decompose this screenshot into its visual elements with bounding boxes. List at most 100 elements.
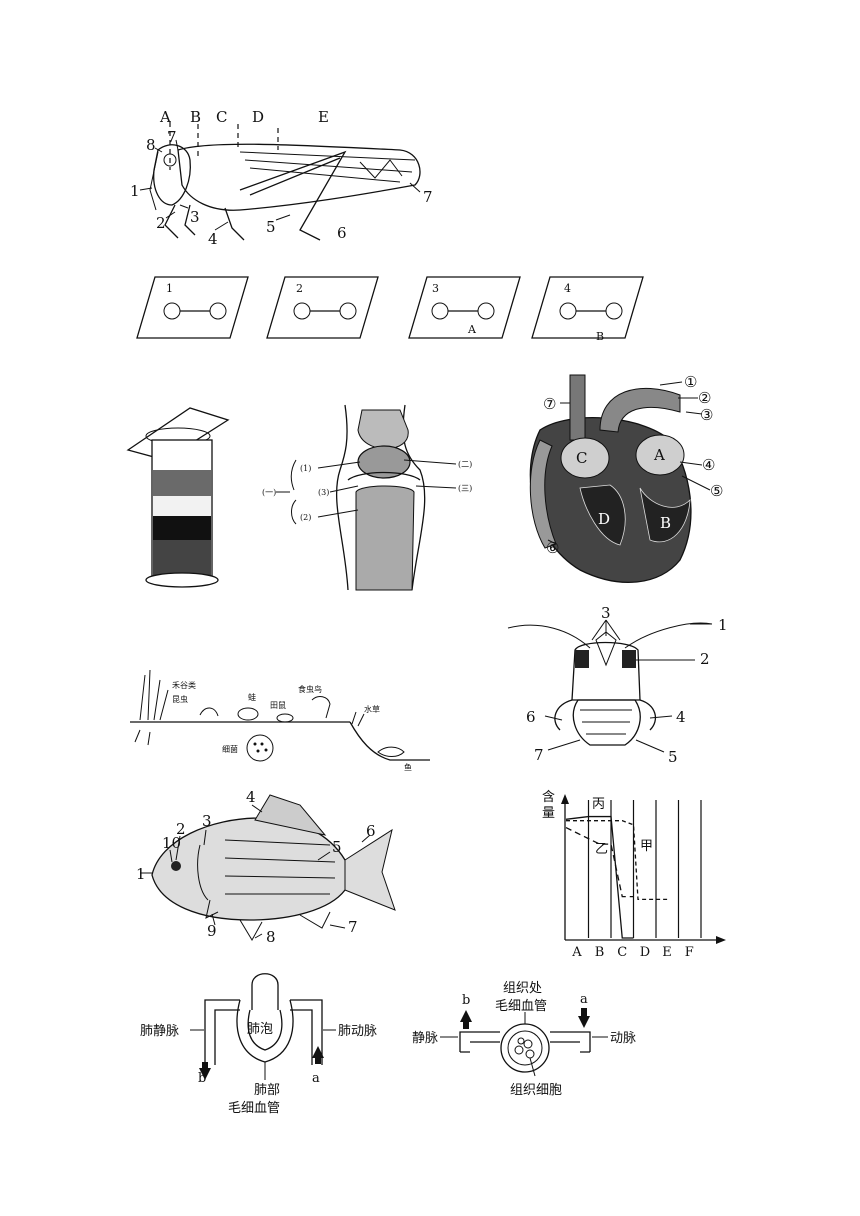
part-label-7-head: 7 [167, 128, 177, 146]
insect-label-3: 3 [601, 604, 611, 622]
fish-label-7: 7 [348, 918, 358, 936]
heart-chamber-d [579, 484, 626, 546]
part-label-6: 6 [337, 224, 347, 242]
section-label-b: B [190, 108, 201, 126]
section-label-e: E [318, 108, 329, 126]
eco-label-waterweed: 水草 [364, 704, 380, 714]
tissue-label-vein: 静脉 [412, 1031, 438, 1046]
tissue-label-site: 组织处 [503, 981, 542, 996]
slide-1: 1 [136, 276, 249, 339]
section-label-c: C [216, 108, 227, 126]
part-label-2: 2 [156, 214, 166, 232]
heart-vessel-4: ④ [702, 456, 715, 474]
fish-label-9: 9 [207, 922, 217, 940]
heart-vessel-7: ⑦ [543, 395, 556, 413]
insect-label-1: 1 [718, 616, 728, 634]
slide-number-3: 3 [432, 282, 439, 295]
ecosystem-diagram: 禾谷类 昆虫 蛙 田鼠 食虫鸟 细菌 水草 鱼 [130, 669, 430, 772]
heart-vessel-1: ① [684, 373, 697, 391]
chart-curve-label-yi: 乙 [595, 842, 608, 857]
heart-vessel-5: ⑤ [710, 482, 723, 500]
section-label-d: D [252, 108, 264, 126]
joint-label-part-1: (一) [262, 488, 276, 497]
chart-series-group [565, 815, 670, 939]
chart-x-tick-label: A [571, 945, 582, 960]
slide-2: 2 [266, 276, 379, 339]
lung-label-pulmonary-artery: 肺动脉 [338, 1024, 377, 1039]
insect-head-diagram: 1 2 3 4 5 6 7 [507, 604, 728, 766]
tissue-label-capillary: 毛细血管 [495, 999, 547, 1014]
part-label-8: 8 [146, 136, 156, 154]
chart-series-line [565, 827, 634, 898]
heart-label-b: B [660, 514, 671, 532]
eco-label-grain: 禾谷类 [172, 680, 196, 690]
slide-tag-b: B [596, 330, 604, 343]
fish-label-8: 8 [266, 928, 276, 946]
compound-eye-right [622, 650, 636, 668]
insect-label-4: 4 [676, 708, 686, 726]
lung-circulation-diagram: 肺泡 肺静脉 肺动脉 肺部 毛细血管 b a [140, 973, 377, 1116]
grasshopper-diagram: A B C D E 1 2 3 4 5 6 7 7 8 [130, 108, 433, 248]
joint-label-part-3: (三) [458, 484, 472, 493]
heart-vessel-3: ③ [700, 406, 713, 424]
tissue-arrow-a [578, 1016, 590, 1028]
chart-ylabel-char-1: 含 [542, 789, 555, 805]
eco-label-insect: 昆虫 [172, 694, 188, 704]
fish-eye [171, 861, 181, 871]
heart-vessel-2: ② [698, 389, 711, 407]
tissue-arrow-b-label: b [462, 993, 470, 1008]
fish-label-5: 5 [332, 838, 342, 856]
slide-3: 3 A [408, 276, 521, 339]
soil-cylinder [126, 407, 230, 588]
heart-chamber-b [639, 487, 691, 543]
fish-diagram: 1 2 3 4 5 6 7 8 9 10 [136, 788, 396, 946]
chart-band-lines [587, 800, 702, 938]
fish-label-4: 4 [246, 788, 256, 806]
chart-x-tick-label: C [617, 945, 627, 960]
insect-label-5: 5 [668, 748, 678, 766]
fish-label-2: 2 [176, 820, 186, 838]
section-label-a: A [159, 108, 171, 126]
heart-label-c: C [576, 449, 587, 467]
tissue-arrow-b [460, 1010, 472, 1022]
tissue-circulation-diagram: 组织处 毛细血管 静脉 动脉 组织细胞 b a [412, 981, 636, 1098]
heart-label-a: A [653, 446, 665, 464]
fish-label-6: 6 [366, 822, 376, 840]
lung-arrow-b [199, 1068, 211, 1080]
chart-series-line [565, 815, 634, 939]
slide-number-1: 1 [166, 282, 173, 295]
chart-curve-label-bing: 丙 [592, 797, 605, 812]
chart-x-tick-label: E [662, 945, 672, 960]
lung-label-lung-part: 肺部 [254, 1083, 280, 1098]
lung-arrow-a [312, 1046, 324, 1058]
chart-ylabel-char-2: 量 [542, 806, 555, 821]
part-label-7-wing: 7 [423, 188, 433, 206]
slide-number-2: 2 [296, 282, 303, 295]
joint-label-1: (1) [300, 464, 311, 473]
chart-curve-label-jia: 甲 [640, 839, 653, 854]
soil-layer-top [153, 470, 211, 496]
heart-vessel-6: ⑥ [546, 539, 559, 557]
soil-layer-dark [153, 516, 211, 540]
slide-4: 4 B [531, 276, 644, 343]
joint-diagram: (1) (3) (2) (一) (二) (三) [262, 404, 472, 591]
part-label-4: 4 [208, 230, 218, 248]
insect-label-7: 7 [534, 746, 544, 764]
chart-x-tick-label: B [595, 945, 605, 960]
tissue-arrow-a-label: a [580, 992, 588, 1007]
part-label-3: 3 [190, 208, 200, 226]
joint-label-part-2: (二) [458, 460, 472, 469]
eco-label-bacteria: 细菌 [222, 744, 238, 754]
insect-label-2: 2 [700, 650, 710, 668]
chart-x-tick-label: D [640, 945, 650, 960]
lung-arrow-b-label: b [198, 1071, 206, 1086]
lung-label-capillary: 毛细血管 [228, 1101, 280, 1116]
lung-label-pulmonary-vein: 肺静脉 [140, 1024, 179, 1039]
heart-chamber-a [635, 434, 685, 476]
slide-tag-a: A [467, 323, 477, 336]
fish-label-1: 1 [136, 865, 146, 883]
lung-label-alveolus: 肺泡 [247, 1022, 273, 1037]
compound-eye-left [575, 650, 589, 668]
slide-number-4: 4 [564, 282, 571, 295]
